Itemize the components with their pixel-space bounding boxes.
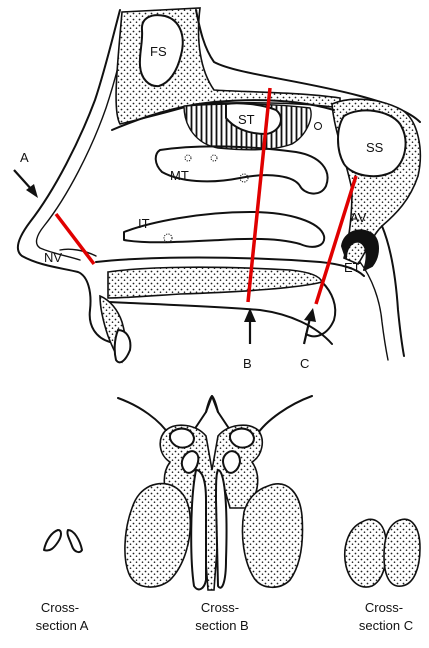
- nose-inner-outline: [37, 12, 130, 260]
- caption-c-line2: section C: [359, 618, 413, 633]
- caption-b-line1: Cross-: [201, 600, 239, 615]
- cross-section-b: [118, 396, 312, 590]
- label-c: C: [300, 356, 309, 371]
- nose-outer-outline: [18, 10, 120, 342]
- caption-c-line1: Cross-: [365, 600, 403, 615]
- caption-a-line1: Cross-: [41, 600, 79, 615]
- cross-section-c: [345, 519, 420, 587]
- caption-b-line2: section B: [195, 618, 248, 633]
- label-it: IT: [138, 216, 150, 231]
- cross-section-a: [44, 530, 82, 552]
- arrow-a: [14, 170, 38, 198]
- vestibule-line: [60, 249, 96, 256]
- label-et: ET: [344, 260, 361, 275]
- oral-roof: [108, 302, 332, 344]
- label-a: A: [20, 150, 29, 165]
- cross-section-b-left-turbinate: [125, 484, 190, 588]
- arrow-b: [244, 308, 256, 344]
- inferior-turbinate: [124, 212, 324, 247]
- incisor: [115, 330, 131, 362]
- caption-c: Cross- section C: [359, 600, 413, 633]
- posterior-pharynx-wall: [382, 226, 404, 356]
- label-fs: FS: [150, 44, 167, 59]
- label-b: B: [243, 356, 252, 371]
- cross-section-b-right-turbinate: [242, 484, 302, 587]
- label-mt: MT: [170, 168, 189, 183]
- hard-palate: [108, 267, 322, 298]
- label-st: ST: [238, 112, 255, 127]
- label-nv: NV: [44, 250, 62, 265]
- label-ss: SS: [366, 140, 384, 155]
- caption-a: Cross- section A: [36, 600, 89, 633]
- caption-a-line2: section A: [36, 618, 89, 633]
- sagittal-view: FS ST SS MT IT NV AV ET A B C: [14, 8, 420, 371]
- label-av: AV: [350, 210, 367, 225]
- caption-b: Cross- section B: [195, 600, 248, 633]
